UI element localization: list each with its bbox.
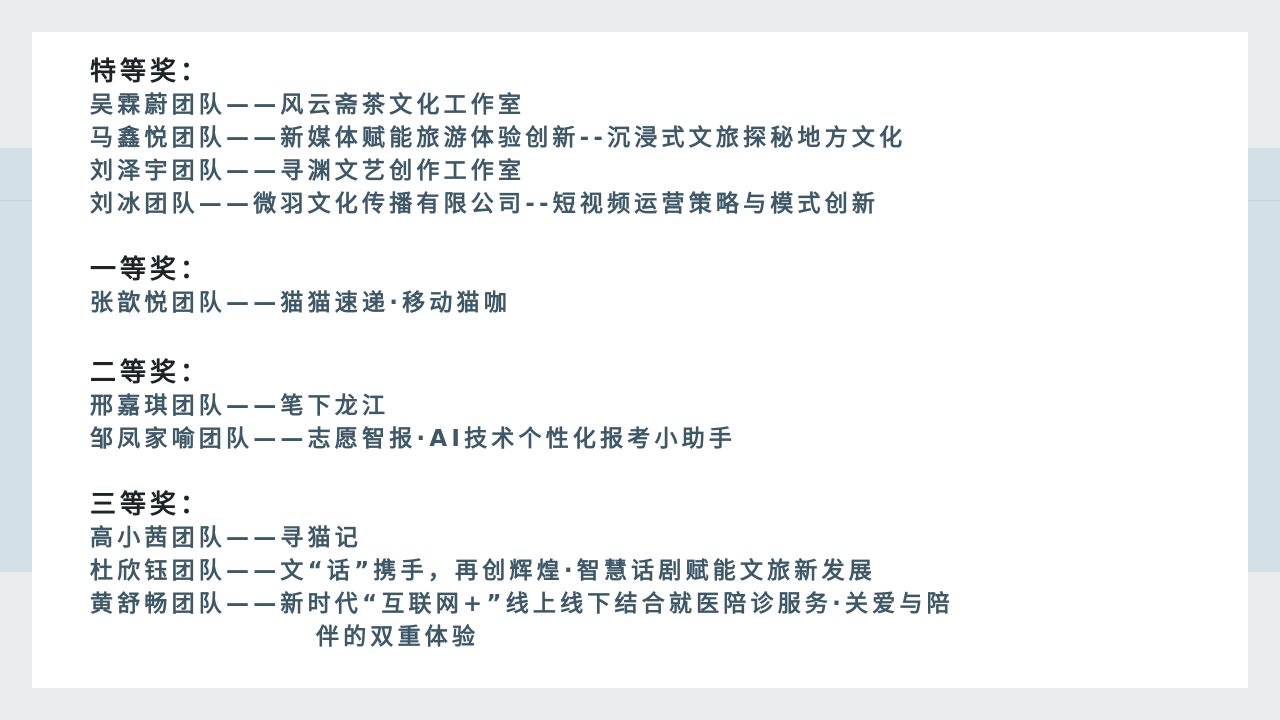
list-item: 马鑫悦团队——新媒体赋能旅游体验创新--沉浸式文旅探秘地方文化 (90, 125, 907, 151)
section-heading: 二等奖： (90, 358, 211, 388)
section-heading: 特等奖： (90, 57, 211, 87)
list-item: 黄舒畅团队——新时代“互联网+”线上线下结合就医陪诊服务·关爱与陪 (90, 591, 954, 617)
section-heading: 一等奖： (90, 255, 211, 285)
list-item: 杜欣钰团队——文“话”携手，再创辉煌·智慧话剧赋能文旅新发展 (90, 558, 876, 584)
list-item: 刘泽宇团队——寻渊文艺创作工作室 (90, 158, 526, 184)
section-grand-prize: 特等奖： 吴霖蔚团队——风云斋茶文化工作室 马鑫悦团队——新媒体赋能旅游体验创新… (90, 55, 906, 221)
section-second-prize: 二等奖： 邢嘉琪团队——笔下龙江 邹凤家喻团队——志愿智报·AI技术个性化报考小… (90, 356, 736, 456)
list-item: 张歆悦团队——猫猫速递·移动猫咖 (90, 290, 511, 316)
slide-card (32, 32, 1248, 688)
list-item: 邢嘉琪团队——笔下龙江 (90, 393, 390, 419)
list-item: 刘冰团队——微羽文化传播有限公司--短视频运营策略与模式创新 (90, 191, 880, 217)
section-third-prize: 三等奖： 高小茜团队——寻猫记 杜欣钰团队——文“话”携手，再创辉煌·智慧话剧赋… (90, 488, 954, 654)
section-first-prize: 一等奖： 张歆悦团队——猫猫速递·移动猫咖 (90, 253, 511, 320)
list-item: 邹凤家喻团队——志愿智报·AI技术个性化报考小助手 (90, 426, 737, 452)
section-heading: 三等奖： (90, 490, 211, 520)
list-item: 吴霖蔚团队——风云斋茶文化工作室 (90, 92, 526, 118)
list-item: 高小茜团队——寻猫记 (90, 525, 362, 551)
list-item-continuation: 伴的双重体验 (316, 624, 480, 650)
